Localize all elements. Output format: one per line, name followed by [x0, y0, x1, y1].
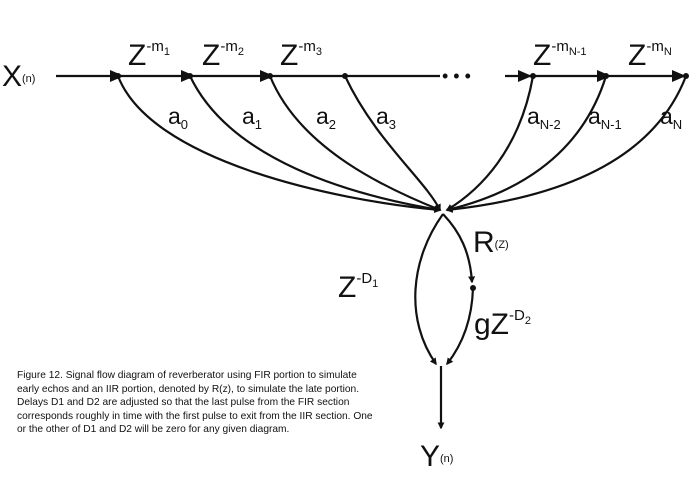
coef-an-1: aN-1: [588, 103, 622, 132]
svg-text:a3: a3: [376, 103, 396, 132]
output-label: Y(n): [420, 440, 453, 473]
coef-a2: a2: [316, 103, 336, 132]
svg-text:Z-mN: Z-mN: [628, 38, 672, 72]
svg-text:a0: a0: [168, 103, 188, 132]
svg-text:a1: a1: [242, 103, 262, 132]
svg-text:a2: a2: [316, 103, 336, 132]
iir-section: [414, 213, 476, 366]
svg-text:Z-m3: Z-m3: [280, 38, 322, 72]
delay-arrow: [518, 70, 532, 82]
svg-text:aN-2: aN-2: [527, 103, 561, 132]
coef-an: aN: [660, 103, 682, 132]
delay-line: [56, 70, 689, 82]
svg-text:aN: aN: [660, 103, 682, 132]
iir-d1-label: Z-D1: [338, 270, 378, 304]
ellipsis: • • •: [442, 66, 471, 86]
svg-text:X(n): X(n): [2, 60, 35, 93]
svg-text:Z-m1: Z-m1: [128, 38, 170, 72]
svg-text:Z-mN-1: Z-mN-1: [533, 38, 587, 72]
coef-a3: a3: [376, 103, 396, 132]
svg-text:Z-D1: Z-D1: [338, 270, 378, 304]
figure-caption: Figure 12. Signal flow diagram of reverb…: [17, 370, 373, 436]
coef-an-2: aN-2: [527, 103, 561, 132]
iir-r-label: R(Z): [473, 226, 509, 259]
delay-label-2: Z-m2: [202, 38, 244, 72]
coef-a1: a1: [242, 103, 262, 132]
delay-label-3: Z-m3: [280, 38, 322, 72]
svg-text:aN-1: aN-1: [588, 103, 622, 132]
svg-text:Z-m2: Z-m2: [202, 38, 244, 72]
delay-arrow: [672, 70, 686, 82]
svg-text:Y(n): Y(n): [420, 440, 453, 473]
svg-text:gZ-D2: gZ-D2: [474, 307, 531, 341]
svg-text:R(Z): R(Z): [473, 226, 509, 259]
delay-label-n: Z-mN: [628, 38, 672, 72]
input-label: X(n): [2, 60, 35, 93]
coef-a0: a0: [168, 103, 188, 132]
delay-label-1: Z-m1: [128, 38, 170, 72]
delay-label-n-1: Z-mN-1: [533, 38, 587, 72]
iir-gain-label: gZ-D2: [474, 307, 531, 341]
tap-branches: [116, 75, 688, 213]
